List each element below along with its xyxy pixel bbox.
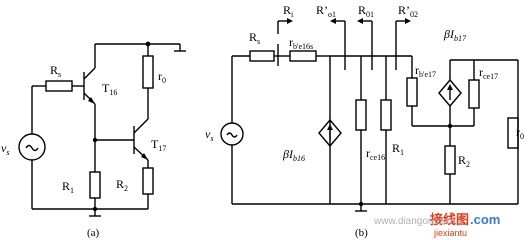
watermark-pinyin: jiexiantu [433, 228, 467, 238]
b-resistor-rbe16 [289, 50, 317, 62]
a-t17-label: T17 [151, 137, 166, 153]
diagram-a: vs Rs T16 r0 T17 [1, 41, 186, 239]
a-source-label: vs [1, 141, 9, 157]
b-resistor-rs [249, 50, 275, 62]
b-rce16-label: rce16 [366, 146, 385, 162]
watermark-cn: 接线图 [430, 212, 469, 227]
a-t16-label: T16 [102, 81, 117, 97]
a-t16-arrow [88, 97, 95, 104]
b-markers: Ri R’o1 R01 R’02 [277, 3, 418, 70]
b-resistor-r2 [444, 145, 456, 175]
watermark-url: www.diangon.com [373, 216, 455, 227]
b-resistor-r0 [507, 117, 519, 149]
b-rce17-label: rce17 [479, 65, 498, 81]
a-r1-label: R1 [62, 179, 74, 195]
b-r2-label: R2 [458, 153, 470, 169]
b-marker-ri: Ri [283, 3, 294, 19]
diagram-b: vs Rs rb'e16s βIb16 rce16 R1 rb'e17 [205, 3, 524, 239]
b-source16-label: βIb16 [282, 147, 305, 163]
b-r1-label: R1 [392, 141, 404, 157]
a-source-symbol [25, 144, 39, 152]
a-rs-label: Rs [50, 63, 61, 79]
a-resistor-r2 [142, 167, 154, 195]
b-marker-ro1p: R’o1 [316, 3, 336, 19]
b-source-label: vs [205, 127, 213, 143]
b-resistor-rce16 [355, 99, 367, 131]
a-caption: (a) [87, 227, 100, 239]
b-caption: (b) [355, 227, 368, 239]
b-r0-label: r0 [516, 125, 524, 141]
b-resistor-rbe17 [406, 77, 418, 107]
a-resistor-rs [45, 80, 73, 92]
a-t17-arrow [141, 153, 148, 160]
b-rbe17-label: rb'e17 [415, 63, 436, 79]
b-marker-r01: R01 [358, 3, 374, 19]
a-resistor-r0 [142, 55, 154, 89]
b-resistor-r1 [380, 99, 392, 131]
a-r0-label: r0 [158, 69, 166, 85]
b-marker-ro2p: R’02 [398, 3, 418, 19]
a-resistor-r1 [89, 171, 101, 199]
b-rbe16-label: rb'e16s [289, 35, 313, 51]
b-resistor-rce17 [468, 79, 480, 109]
watermark: 接线图 .com www.diangon.com jiexiantu [373, 212, 500, 238]
b-rs-label: Rs [249, 30, 260, 46]
b-source17-label: βIb17 [443, 27, 467, 43]
b-current-source-16 [318, 118, 342, 148]
watermark-com: .com [470, 212, 500, 227]
a-r2-label: R2 [116, 177, 128, 193]
